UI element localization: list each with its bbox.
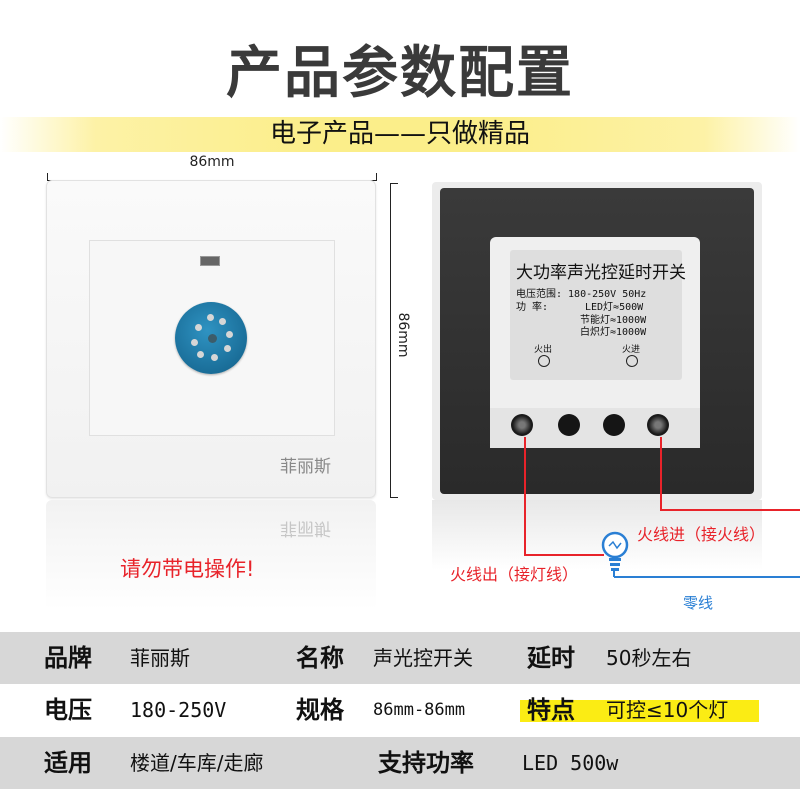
page-title: 产品参数配置 bbox=[226, 41, 574, 106]
terminal-in-indicator-icon bbox=[626, 355, 638, 367]
live-out-wire-horizontal bbox=[524, 554, 604, 556]
light-sensor-icon bbox=[200, 256, 220, 266]
spec-row: 电压 180-250V 规格 86mm-86mm 特点 可控≤10个灯 bbox=[0, 684, 800, 736]
height-dimension-label: 86mm bbox=[395, 312, 411, 358]
spec-key-application: 适用 bbox=[44, 749, 92, 777]
live-out-wire-vertical bbox=[524, 437, 526, 556]
back-panel-reflection bbox=[432, 500, 762, 570]
module-power-cfl: 节能灯≈1000W bbox=[580, 315, 647, 326]
live-in-wire-horizontal bbox=[660, 509, 800, 511]
module-power-label: 功 率: bbox=[516, 302, 549, 313]
spec-value-feature: 可控≤10个灯 bbox=[606, 698, 729, 722]
spec-value-power: LED 500w bbox=[522, 751, 619, 775]
spec-value-brand: 菲丽斯 bbox=[130, 646, 190, 670]
live-in-wire-vertical bbox=[660, 437, 662, 510]
spec-value-name: 声光控开关 bbox=[373, 646, 473, 670]
spec-value-delay: 50秒左右 bbox=[606, 646, 692, 670]
spec-key-voltage: 电压 bbox=[44, 696, 92, 724]
spec-key-size: 规格 bbox=[296, 696, 344, 724]
spec-key-brand: 品牌 bbox=[44, 644, 92, 672]
live-in-label: 火线进（接火线） bbox=[637, 525, 766, 544]
spec-key-delay: 延时 bbox=[527, 644, 575, 672]
sound-sensor-microphone-icon bbox=[175, 302, 247, 374]
terminal-hole-icon bbox=[603, 414, 625, 436]
terminal-out-indicator-icon bbox=[538, 355, 550, 367]
spec-row: 品牌 菲丽斯 名称 声光控开关 延时 50秒左右 bbox=[0, 632, 800, 684]
neutral-wire bbox=[614, 576, 800, 578]
spec-key-power: 支持功率 bbox=[378, 749, 474, 777]
feature-highlight bbox=[520, 700, 759, 722]
safety-warning: 请勿带电操作! bbox=[120, 557, 255, 581]
terminal-in-label: 火进 bbox=[622, 345, 641, 355]
spec-row: 适用 楼道/车库/走廊 支持功率 LED 500w bbox=[0, 737, 800, 789]
module-voltage: 电压范围: 180-250V 50Hz bbox=[516, 289, 647, 300]
light-bulb-icon bbox=[601, 531, 629, 577]
spec-key-feature: 特点 bbox=[527, 696, 575, 724]
spec-value-size: 86mm-86mm bbox=[373, 700, 466, 720]
slogan-banner bbox=[0, 117, 800, 152]
live-out-label: 火线出（接灯线） bbox=[450, 565, 579, 584]
width-dimension-label: 86mm bbox=[189, 154, 235, 170]
terminal-screw-out-icon bbox=[511, 414, 533, 436]
panel-reflection bbox=[46, 500, 376, 610]
slogan-text: 电子产品——只做精品 bbox=[269, 119, 530, 149]
module-power-led: LED灯≈500W bbox=[585, 302, 644, 313]
module-title: 大功率声光控延时开关 bbox=[516, 263, 686, 283]
module-power-incandescent: 白炽灯≈1000W bbox=[580, 327, 647, 338]
terminal-screw-in-icon bbox=[647, 414, 669, 436]
neutral-label: 零线 bbox=[683, 594, 714, 612]
panel-brand-mark-reflection: 菲丽斯 bbox=[280, 518, 331, 538]
panel-brand-mark: 菲丽斯 bbox=[280, 457, 331, 477]
terminal-out-label: 火出 bbox=[534, 345, 553, 355]
spec-value-voltage: 180-250V bbox=[130, 698, 227, 722]
height-dimension-line bbox=[390, 183, 398, 498]
spec-key-name: 名称 bbox=[296, 644, 344, 672]
terminal-hole-icon bbox=[558, 414, 580, 436]
spec-value-application: 楼道/车库/走廊 bbox=[130, 751, 264, 775]
